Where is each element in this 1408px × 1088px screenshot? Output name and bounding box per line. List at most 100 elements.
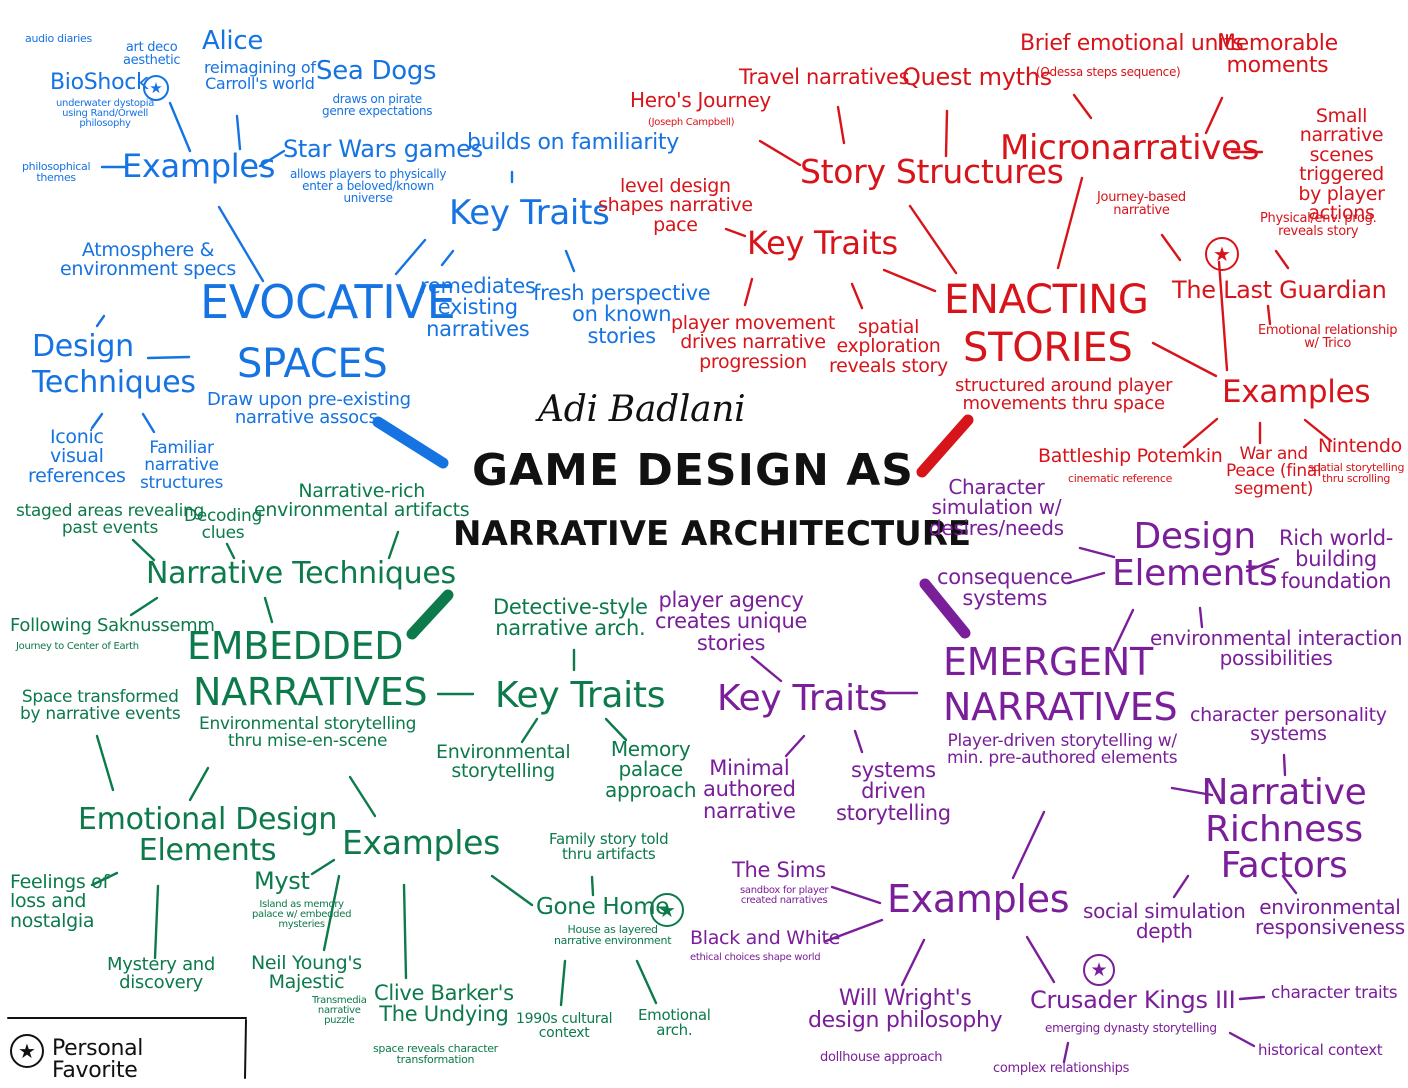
physical-env: Physical/env. prog. reveals story: [1260, 211, 1377, 240]
bioshock-note: underwater dystopia using Rand/Orwell ph…: [56, 98, 155, 130]
spoke-embedded: [406, 589, 454, 640]
will-wright: Will Wright's design philosophy: [808, 986, 1003, 1034]
enacting-title-line2: STORIES: [963, 325, 1133, 371]
will-wright-note: dollhouse approach: [820, 1050, 943, 1065]
blue-connectors: [90, 101, 576, 434]
story-structures-label: Story Structures: [800, 152, 1064, 191]
embedded-title-line1: EMBEDDED: [187, 624, 404, 668]
philosophical-themes: philosophical themes: [22, 160, 91, 185]
remediates: remediates existing narratives: [420, 274, 536, 341]
nintendo-note: spatial storytelling thru scrolling: [1308, 461, 1405, 486]
character-personality: character personality systems: [1190, 704, 1387, 746]
alice-note: reimagining of Carroll's world: [204, 58, 316, 94]
decoding-clues: Decoding clues: [184, 506, 262, 544]
spoke-emergent: [919, 578, 971, 639]
spoke-enacting: [916, 414, 974, 478]
war-and-peace: War and Peace (final segment): [1226, 444, 1322, 499]
red-connectors: [724, 93, 1333, 449]
crusader-kings-note: emerging dynasty storytelling: [1045, 1021, 1217, 1035]
the-sims-note: sandbox for player created narratives: [740, 885, 829, 907]
embedded-key-traits-label: Key Traits: [495, 675, 666, 716]
main-title-line2: NARRATIVE ARCHITECTURE: [453, 514, 972, 554]
heros-journey-note: (Joseph Campbell): [648, 117, 735, 128]
nintendo: Nintendo: [1318, 435, 1402, 457]
star-wars: Star Wars games: [283, 135, 483, 163]
character-traits: character traits: [1271, 983, 1398, 1003]
micronarratives-label: Micronarratives: [1000, 128, 1260, 168]
legend-border: [7, 1017, 247, 1079]
audio-diaries: audio diaries: [25, 32, 92, 45]
character-simulation: Character simulation w/ desires/needs: [929, 475, 1064, 540]
design-elements-label: Design Elements: [1112, 516, 1278, 594]
art-deco: art deco aesthetic: [123, 40, 181, 69]
memorable-moments: Memorable moments: [1217, 31, 1338, 79]
emergent-examples-label: Examples: [887, 877, 1070, 921]
spatial-exploration: spatial exploration reveals story: [829, 316, 949, 377]
battleship-note: cinematic reference: [1068, 472, 1173, 485]
environmental-artifacts: Narrative-rich environmental artifacts: [254, 480, 470, 522]
star-circle-icon: ★: [10, 1034, 44, 1068]
fresh-perspective: fresh perspective on known stories: [533, 281, 711, 348]
star-wars-note: allows players to physically enter a bel…: [290, 167, 447, 206]
cultural-context: 1990s cultural context: [516, 1011, 613, 1042]
narrative-techniques-label: Narrative Techniques: [146, 556, 456, 591]
quest-myths: Quest myths: [902, 63, 1052, 91]
gone-home-note: House as layered narrative environment: [554, 923, 672, 948]
enacting-key-traits-label: Key Traits: [747, 224, 898, 262]
evocative-key-traits-label: Key Traits: [449, 193, 610, 233]
detective-style: Detective-style narrative arch.: [493, 595, 648, 641]
emotional-arch: Emotional arch.: [638, 1006, 711, 1040]
player-movement: player movement drives narrative progres…: [671, 312, 836, 373]
familiar-narrative: Familiar narrative structures: [140, 438, 224, 493]
emergent-key-traits-label: Key Traits: [717, 678, 888, 719]
neil-young: Neil Young's Majestic: [251, 952, 362, 994]
brief-emotional-units: Brief emotional units: [1020, 31, 1244, 56]
brief-note: (Odessa steps sequence): [1036, 65, 1181, 79]
heros-journey: Hero's Journey: [630, 88, 771, 112]
systems-driven: systems driven storytelling: [836, 758, 951, 825]
builds-on-familiarity: builds on familiarity: [467, 130, 679, 155]
rich-worldbuilding: Rich world- building foundation: [1279, 526, 1394, 593]
staged-areas: staged areas revealing past events: [16, 501, 204, 539]
clive-barker: Clive Barker's The Undying: [374, 981, 514, 1027]
spoke-evocative: [372, 416, 449, 469]
travel-narratives: Travel narratives: [739, 65, 910, 89]
memory-palace: Memory palace approach: [605, 737, 697, 802]
mystery-and-discovery: Mystery and discovery: [107, 954, 216, 994]
myst-note: Island as memory palace w/ embedded myst…: [252, 899, 352, 931]
following-saknussemm: Following Saknussemm: [10, 615, 215, 636]
atmosphere: Atmosphere & environment specs: [60, 239, 236, 281]
historical-context: historical context: [1258, 1041, 1383, 1059]
player-agency: player agency creates unique stories: [655, 588, 808, 655]
last-guardian-favorite-icon: ★: [1205, 237, 1239, 271]
emotional-design-label: Emotional Design Elements: [78, 802, 338, 868]
legend-label: Personal Favorite: [52, 1036, 144, 1084]
environmental-responsiveness: environmental responsiveness: [1255, 895, 1405, 940]
environmental-interaction: environmental interaction possibilities: [1150, 626, 1403, 671]
green-connectors: [90, 530, 658, 1007]
neil-young-note: Transmedia narrative puzzle: [312, 995, 367, 1027]
crusader-kings: Crusader Kings III: [1030, 986, 1236, 1014]
gone-home-favorite-icon: ★: [650, 893, 684, 927]
emergent-subtitle: Player-driven storytelling w/ min. pre-a…: [947, 731, 1178, 769]
evocative-subtitle: Draw upon pre-existing narrative assocs.: [207, 389, 411, 429]
evocative-title-line2: SPACES: [237, 341, 388, 387]
embedded-subtitle: Environmental storytelling thru mise-en-…: [199, 714, 417, 752]
black-and-white: Black and White: [690, 927, 840, 949]
feelings-of-loss: Feelings of loss and nostalgia: [10, 871, 109, 932]
main-title-line1: GAME DESIGN AS: [472, 445, 914, 496]
evocative-title-line1: EVOCATIVE: [200, 275, 456, 329]
design-techniques-label: Design Techniques: [32, 329, 196, 400]
saknussemm-note: Journey to Center of Earth: [16, 641, 139, 652]
emotional-relationship-trico: Emotional relationship w/ Trico: [1258, 323, 1398, 352]
sea-dogs: Sea Dogs: [316, 56, 437, 86]
black-and-white-note: ethical choices shape world: [690, 952, 821, 963]
emergent-title-line2: NARRATIVES: [943, 685, 1178, 729]
bioshock: BioShock: [50, 70, 149, 95]
emergent-title-line1: EMERGENT: [943, 640, 1153, 684]
environmental-storytelling: Environmental storytelling: [436, 741, 571, 783]
social-simulation: social simulation depth: [1083, 899, 1246, 944]
consequence-systems: consequence systems: [937, 565, 1073, 611]
